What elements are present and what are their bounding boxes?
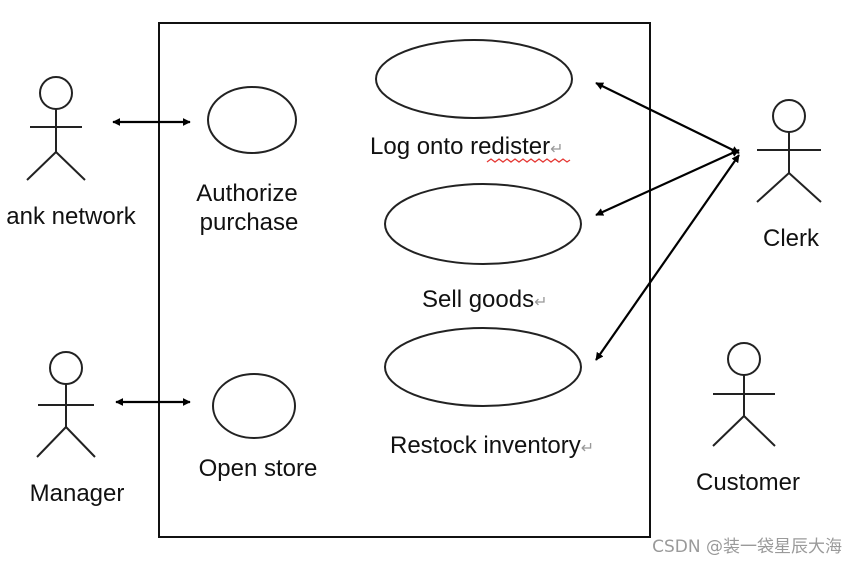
actor-customer-label: Customer xyxy=(696,469,800,496)
paragraph-mark: ↵ xyxy=(534,294,547,311)
actor-customer xyxy=(712,342,776,447)
use-case-log-onto-label: Log onto redister↵ xyxy=(370,133,564,160)
use-case-open-store-label: Open store xyxy=(199,455,318,482)
paragraph-mark: ↵ xyxy=(581,440,594,457)
actor-clerk xyxy=(756,99,822,203)
association-clerk-log-onto xyxy=(595,82,740,154)
actor-bank-network-label: ank network xyxy=(6,203,136,230)
use-case-sell-goods-text: Sell goods xyxy=(422,286,534,313)
csdn-watermark: CSDN @装一袋星辰大海 xyxy=(652,537,842,557)
actor-manager-label: Manager xyxy=(30,480,125,507)
actor-manager xyxy=(36,351,96,458)
use-case-authorize-line1: Authorize xyxy=(196,180,297,207)
use-case-restock-label: Restock inventory↵ xyxy=(390,432,594,459)
actor-bank-network xyxy=(26,76,86,181)
actor-head xyxy=(49,351,83,385)
use-case-sell-goods-label: Sell goods↵ xyxy=(422,286,547,313)
paragraph-mark: ↵ xyxy=(550,141,563,158)
actor-head xyxy=(772,99,806,133)
use-case-log-onto-misspelled: redister xyxy=(470,133,550,160)
use-case-restock-text: Restock inventory xyxy=(390,432,581,459)
actor-head xyxy=(727,342,761,376)
use-case-log-onto-register xyxy=(375,39,573,119)
use-case-open-store xyxy=(212,373,296,439)
spellcheck-underline xyxy=(486,158,571,163)
use-case-log-onto-prefix: Log onto xyxy=(370,133,470,160)
association-clerk-restock xyxy=(595,154,740,361)
use-case-sell-goods xyxy=(384,183,582,265)
use-case-authorize-purchase xyxy=(207,86,297,154)
actor-clerk-label: Clerk xyxy=(763,225,820,252)
association-clerk-sell-goods xyxy=(595,148,740,217)
actor-head xyxy=(39,76,73,110)
use-case-restock-inventory xyxy=(384,327,582,407)
use-case-authorize-line2: purchase xyxy=(200,209,299,236)
